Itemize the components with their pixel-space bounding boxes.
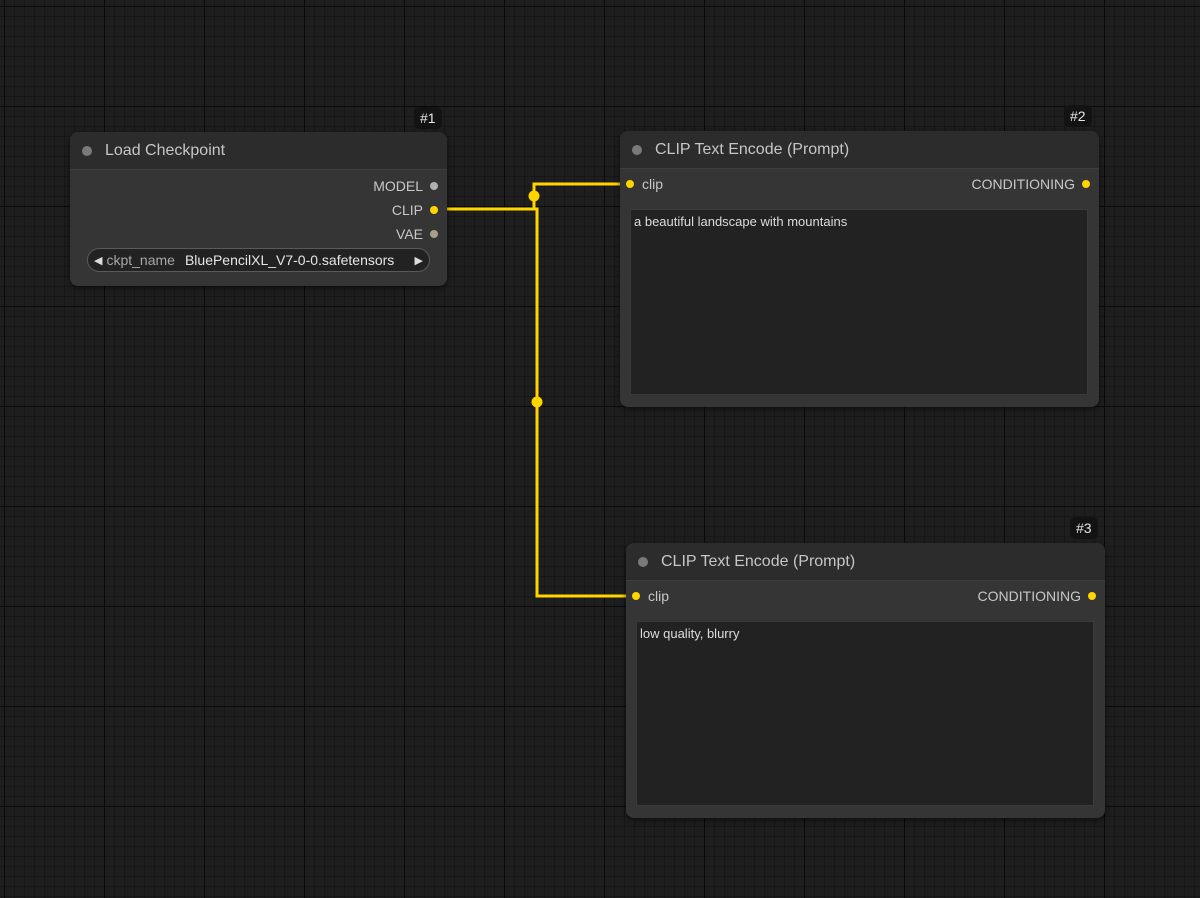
output-slot-model[interactable]: MODEL [373,176,438,196]
input-slot-clip[interactable]: clip [626,174,663,194]
collapse-toggle-icon[interactable] [82,145,92,156]
output-label-model: MODEL [373,178,423,194]
output-label-vae: VAE [396,226,423,242]
node-load-checkpoint[interactable]: Load Checkpoint MODEL CLIP VAE ◀ ckpt_na… [70,132,447,286]
node-id-badge: #1 [414,107,442,129]
link-clip-to-node-3[interactable] [437,207,637,598]
prompt-text-area[interactable]: low quality, blurry [636,621,1094,806]
node-title-bar[interactable]: CLIP Text Encode (Prompt) [620,131,1099,169]
output-slot-vae[interactable]: VAE [396,224,438,244]
link-clip-to-node-2[interactable] [437,182,632,211]
output-label-clip: CLIP [391,202,423,218]
input-slot-clip[interactable]: clip [632,586,669,606]
clip-input-dot-icon[interactable] [626,180,634,188]
clip-output-dot-icon[interactable] [430,206,438,214]
collapse-toggle-icon[interactable] [638,556,648,567]
clip-input-dot-icon[interactable] [632,592,640,600]
node-clip-text-encode-positive[interactable]: CLIP Text Encode (Prompt) clip CONDITION… [620,131,1099,407]
node-title-bar[interactable]: Load Checkpoint [70,132,447,170]
output-slot-conditioning[interactable]: CONDITIONING [978,586,1096,606]
conditioning-output-dot-icon[interactable] [1082,180,1090,188]
input-label-clip: clip [648,588,670,604]
output-slot-conditioning[interactable]: CONDITIONING [972,174,1090,194]
node-clip-text-encode-negative[interactable]: CLIP Text Encode (Prompt) clip CONDITION… [626,543,1105,818]
node-title: CLIP Text Encode (Prompt) [655,140,850,158]
vae-output-dot-icon[interactable] [430,230,438,238]
node-title: Load Checkpoint [105,141,226,159]
triangle-right-icon[interactable]: ▶ [414,254,423,267]
link-midpoint-node-2[interactable] [528,190,540,202]
output-slot-clip[interactable]: CLIP [392,200,438,220]
node-id-badge: #2 [1064,105,1092,127]
prompt-text-area[interactable]: a beautiful landscape with mountains [630,209,1088,395]
model-output-dot-icon[interactable] [430,182,438,190]
link-midpoint-node-3[interactable] [531,396,543,408]
combo-widget-value: BluePencilXL_V7-0-0.safetensors [184,252,395,268]
collapse-toggle-icon[interactable] [632,144,642,155]
ckpt-name-combo[interactable]: ◀ ckpt_name BluePencilXL_V7-0-0.safetens… [87,248,430,272]
node-id-badge: #3 [1070,517,1098,539]
conditioning-output-dot-icon[interactable] [1088,592,1096,600]
triangle-left-icon[interactable]: ◀ [94,254,103,267]
node-title: CLIP Text Encode (Prompt) [661,552,856,570]
node-title-bar[interactable]: CLIP Text Encode (Prompt) [626,543,1105,581]
combo-widget-name: ckpt_name [106,252,175,268]
input-label-clip: clip [642,176,664,192]
output-label-conditioning: CONDITIONING [971,176,1075,192]
output-label-conditioning: CONDITIONING [977,588,1081,604]
